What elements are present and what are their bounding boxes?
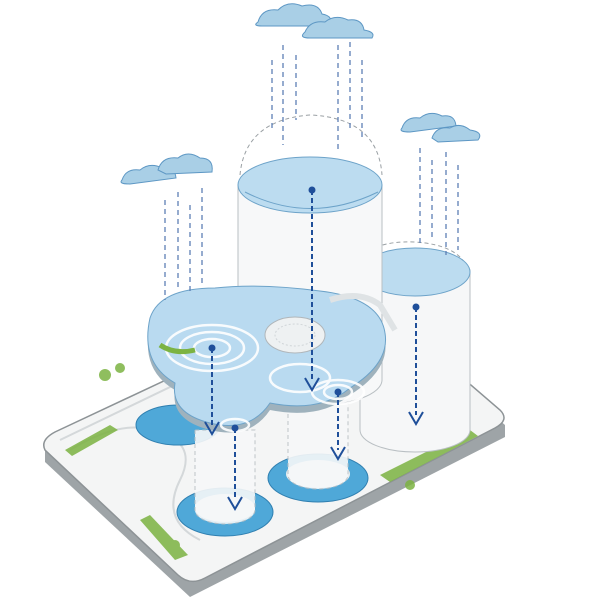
main-water-platform [147, 285, 398, 433]
water-flow-arrows [204, 186, 424, 511]
arrow-bottom-left [227, 424, 243, 511]
arrow-platform-left [204, 344, 220, 436]
rain-lines [164, 42, 459, 300]
cloud-left-icon [120, 153, 213, 185]
support-columns [194, 399, 349, 525]
cloud-top-icon [255, 3, 374, 39]
cloud-right-icon [400, 112, 481, 143]
arrow-right [408, 303, 424, 426]
arrow-central [304, 186, 320, 392]
arrow-bottom-right [330, 388, 346, 461]
